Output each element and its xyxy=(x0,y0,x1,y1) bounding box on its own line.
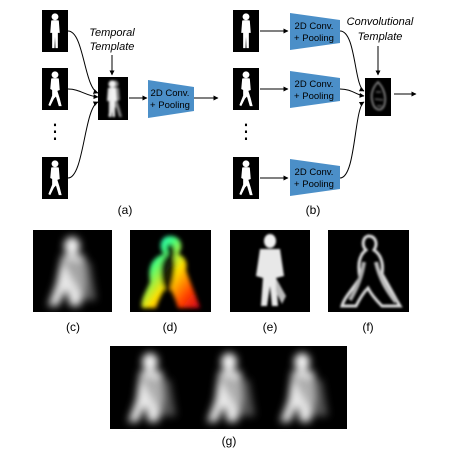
conv-block-b-2 xyxy=(290,71,340,108)
caption-a: (a) xyxy=(118,203,133,217)
conv-block-b-3-label-2: + Pooling xyxy=(294,179,334,190)
ellipsis-a: ⋮ xyxy=(45,121,65,143)
conv-block-b-1-label-2: + Pooling xyxy=(294,33,334,44)
ellipsis-b: ⋮ xyxy=(236,121,256,143)
conv-block-b-2-label-2: + Pooling xyxy=(294,91,334,102)
conv-block-a-label-1: 2D Conv. xyxy=(151,88,190,99)
panel-e: (e) xyxy=(230,230,310,334)
conv-block-b-3-label-1: 2D Conv. xyxy=(295,167,334,178)
panel-d: (d) xyxy=(130,230,211,334)
caption-e: (e) xyxy=(263,320,278,334)
connector-a-2 xyxy=(67,88,99,100)
conv-block-a xyxy=(148,80,194,118)
temporal-template-label-2: Template xyxy=(90,41,135,53)
connector-b-2 xyxy=(339,88,365,98)
connector-b-1 xyxy=(339,30,365,92)
caption-c: (c) xyxy=(66,320,80,334)
panel-c: (c) xyxy=(33,230,112,334)
panel-b: ⋮ 2D Conv. + Pooling 2D Conv. + Pooling … xyxy=(233,10,417,217)
conv-block-b-1-label-1: 2D Conv. xyxy=(295,21,334,32)
panel-g: (g) xyxy=(110,346,347,448)
caption-f: (f) xyxy=(362,320,373,334)
caption-g: (g) xyxy=(222,434,237,448)
convolutional-template-image xyxy=(365,78,391,116)
convolutional-template-label-2: Template xyxy=(358,31,403,43)
conv-block-b-2-label-1: 2D Conv. xyxy=(295,79,334,90)
panel-a: ⋮ Temporal Template 2D Conv. + Pooling (… xyxy=(42,10,219,217)
caption-b: (b) xyxy=(306,203,321,217)
connector-a-1 xyxy=(67,30,99,94)
panel-f: (f) xyxy=(328,230,409,334)
temporal-template-label-1: Temporal xyxy=(89,27,135,39)
conv-block-a-label-2: + Pooling xyxy=(150,100,190,111)
caption-d: (d) xyxy=(163,320,178,334)
connector-b-3 xyxy=(339,101,365,179)
connector-a-3 xyxy=(67,101,99,179)
conv-block-b-1 xyxy=(290,13,340,50)
conv-block-b-3 xyxy=(290,159,340,196)
convolutional-template-label-1: Convolutional xyxy=(347,16,414,28)
